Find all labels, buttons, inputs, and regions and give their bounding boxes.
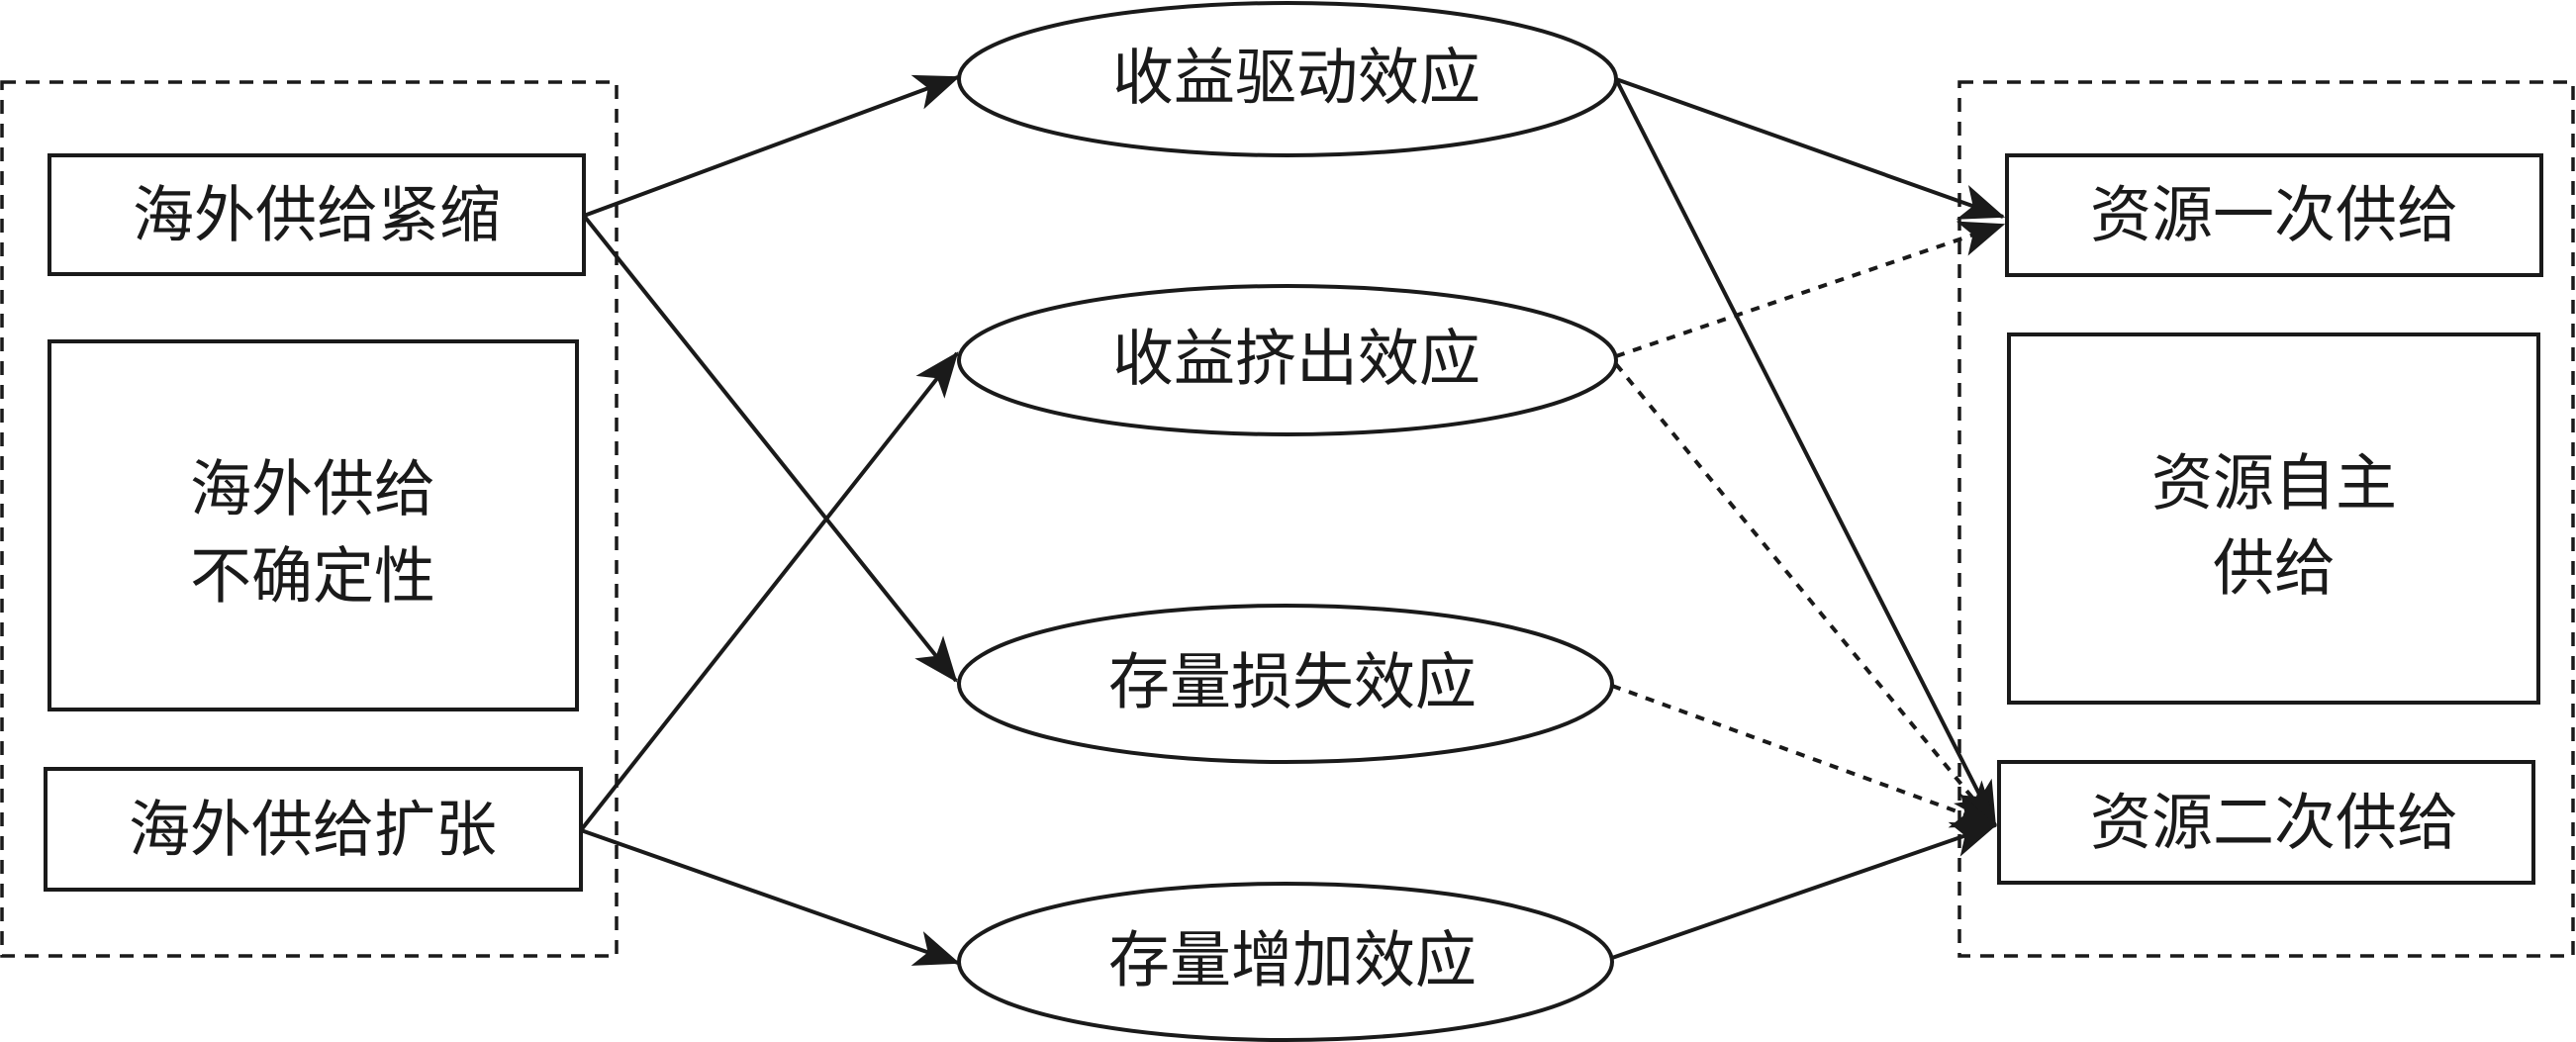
node-overseas-uncertainty: 海外供给 不确定性 [48,339,579,711]
edges [579,74,2006,966]
node-label: 海外供给扩张 [129,794,497,866]
node-resource-autonomous-supply: 资源自主 供给 [2007,332,2540,705]
node-resource-secondary-supply: 资源二次供给 [1997,760,2535,885]
edge-revenue-drive-to-primary [1615,77,2006,220]
effect-label: 收益驱动效应 [1112,42,1480,114]
node-label-line-1: 资源自主 [2151,447,2397,520]
edge-revenue-crowd-to-primary [1615,221,2006,358]
edge-expansion-to-revenue-crowd [579,351,959,832]
right-group-frame [1957,80,2575,958]
edge-contraction-to-revenue-drive [583,74,961,218]
node-label: 资源二次供给 [2090,787,2458,859]
node-label: 海外供给紧缩 [133,179,501,251]
node-label-line-2: 供给 [2213,532,2336,605]
effect-label: 存量损失效应 [1108,646,1477,718]
edge-contraction-to-stock-loss [582,214,958,683]
edge-revenue-drive-to-secondary [1614,78,1997,828]
edge-stock-increase-to-secondary [1611,821,1998,960]
edge-revenue-crowd-to-secondary [1614,362,1997,827]
edge-expansion-to-stock-increase [580,828,961,966]
node-overseas-expansion: 海外供给扩张 [44,767,583,892]
edge-stock-loss-to-secondary [1611,684,1998,828]
node-label-line-1: 海外供给 [190,453,435,525]
effect-revenue-crowd-out: 收益挤出效应 [957,284,1618,436]
left-group-frame [0,80,619,958]
node-resource-primary-supply: 资源一次供给 [2005,153,2543,277]
effect-label: 收益挤出效应 [1112,323,1480,395]
node-label: 资源一次供给 [2090,179,2458,251]
effect-revenue-drive: 收益驱动效应 [957,1,1618,157]
node-overseas-contraction: 海外供给紧缩 [48,153,586,276]
node-label-line-2: 不确定性 [190,540,435,613]
effect-label: 存量增加效应 [1108,924,1477,996]
effect-stock-loss: 存量损失效应 [957,604,1614,764]
effect-stock-increase: 存量增加效应 [957,882,1614,1042]
